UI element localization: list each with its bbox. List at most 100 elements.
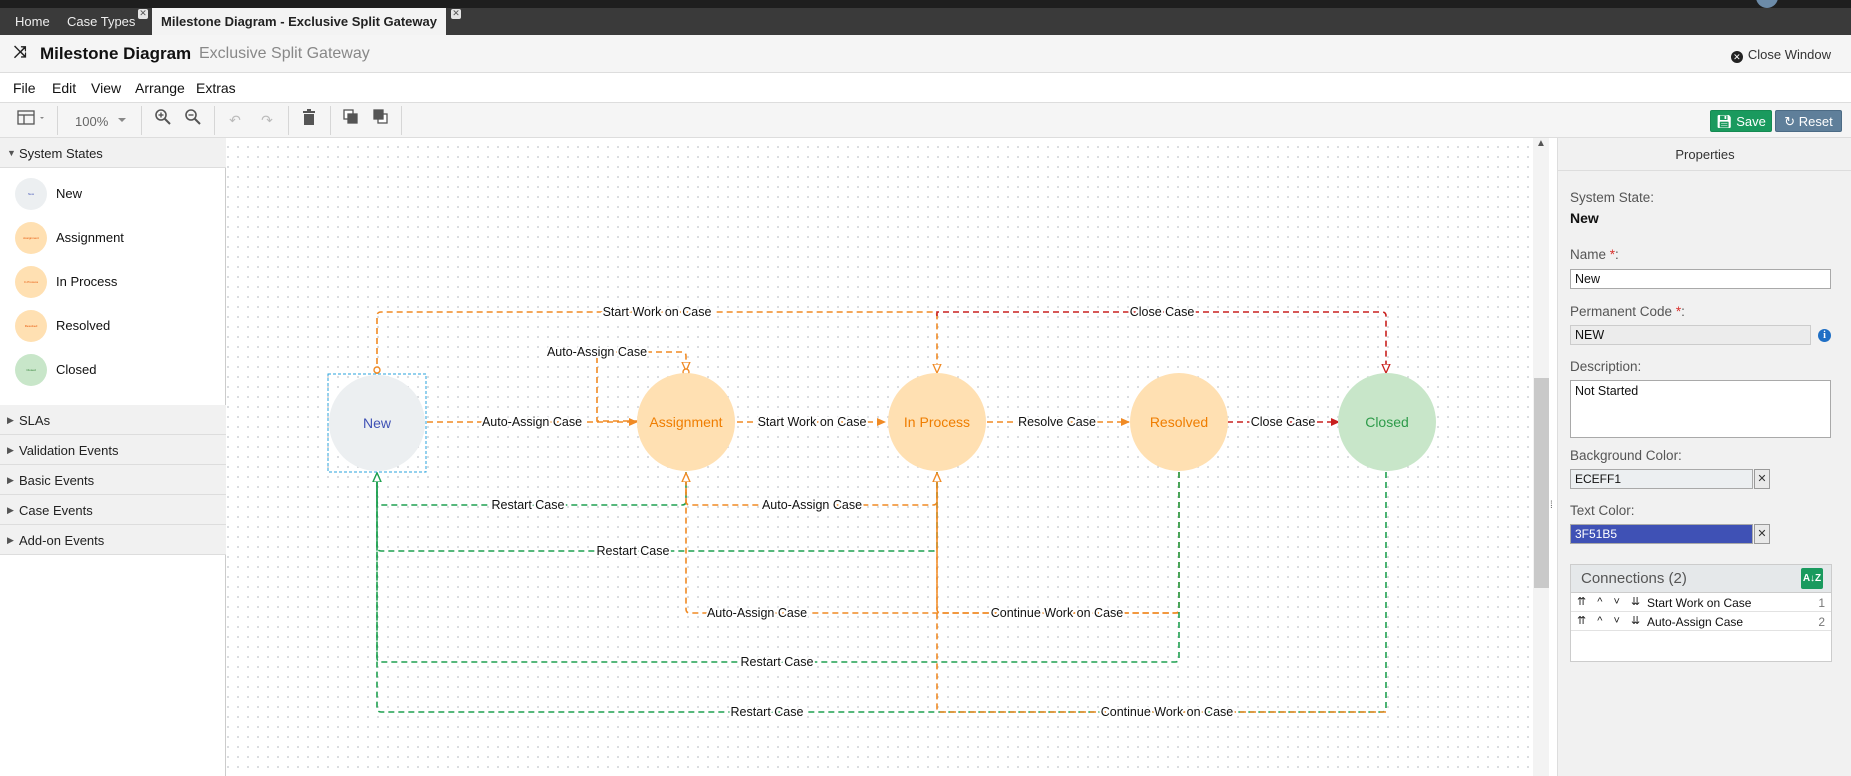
zoom-out-icon: [185, 109, 201, 125]
to-front-button[interactable]: [340, 108, 362, 132]
menu-file[interactable]: File: [13, 80, 36, 96]
connection-index: 1: [1818, 596, 1825, 610]
permanent-code-label-text: Permanent Code: [1570, 304, 1673, 319]
section-slas[interactable]: ▶ SLAs: [0, 405, 226, 435]
to-front-icon: [343, 109, 358, 124]
info-icon[interactable]: i: [1818, 329, 1831, 342]
section-case-events[interactable]: ▶ Case Events: [0, 495, 226, 525]
menu-edit[interactable]: Edit: [52, 80, 77, 96]
toolbar: 100% ↶ ↷ 💾︎ Save ↻ Reset: [0, 103, 1851, 138]
toolbar-separator: [214, 106, 215, 135]
redo-icon: ↷: [261, 112, 273, 128]
tab-milestone-diagram[interactable]: Milestone Diagram - Exclusive Split Gate…: [152, 8, 446, 35]
state-name: Assignment: [56, 230, 124, 245]
reset-button[interactable]: ↻ Reset: [1775, 110, 1842, 132]
toolbar-separator: [141, 106, 142, 135]
edge-source-dot: [373, 366, 381, 374]
section-title: Add-on Events: [19, 533, 105, 548]
palette-state-assignment[interactable]: Assignment Assignment: [15, 219, 215, 255]
canvas-scrollbar-thumb[interactable]: [1534, 378, 1549, 588]
state-swatch: In Process: [15, 266, 47, 298]
save-button[interactable]: 💾︎ Save: [1710, 110, 1772, 132]
toolbar-separator: [401, 106, 402, 135]
section-add-on-events[interactable]: ▶ Add-on Events: [0, 525, 226, 555]
section-system-states[interactable]: ▼ System States: [0, 138, 226, 168]
system-state-label: System State:: [1570, 190, 1655, 205]
section-validation-events[interactable]: ▶ Validation Events: [0, 435, 226, 465]
zoom-in-icon: [155, 109, 171, 125]
save-icon: 💾︎: [1716, 114, 1733, 129]
reorder-icons[interactable]: ⇈ ^ ˅ ⇊: [1577, 596, 1645, 608]
undo-button[interactable]: ↶: [224, 108, 246, 132]
background-color-label: Background Color:: [1570, 448, 1682, 463]
palette-state-new[interactable]: New New: [15, 175, 215, 211]
palette-state-in-process[interactable]: In Process In Process: [15, 263, 215, 299]
edge-auto-assign-low: [686, 472, 1180, 614]
chevron-up-icon[interactable]: ▲: [1536, 138, 1546, 149]
edge-restart-3: [377, 472, 1180, 663]
palette-state-resolved[interactable]: Resolved Resolved: [15, 307, 215, 343]
close-icon[interactable]: ✕: [451, 8, 461, 19]
to-back-button[interactable]: [370, 108, 392, 132]
system-bar: [0, 0, 1851, 8]
text-color-label: Text Color:: [1570, 503, 1635, 518]
edge-label: Auto-Assign Case: [762, 498, 862, 512]
reset-icon: ↻: [1784, 114, 1796, 129]
edge-label: Auto-Assign Case: [707, 606, 807, 620]
user-avatar[interactable]: [1756, 0, 1778, 8]
reorder-icons[interactable]: ⇈ ^ ˅ ⇊: [1577, 615, 1645, 627]
diagram-canvas[interactable]: Start Work on Case Close Case Auto-Assig…: [227, 138, 1533, 776]
edge-continue-work-1: [937, 474, 1179, 614]
edge-label: Restart Case: [492, 498, 565, 512]
caret-right-icon: ▶: [7, 475, 14, 485]
toolbar-separator: [330, 106, 331, 135]
trash-icon: [303, 109, 315, 125]
shuffle-icon: ⤨: [14, 44, 27, 61]
connection-row[interactable]: ⇈ ^ ˅ ⇊ Start Work on Case 1: [1571, 594, 1831, 612]
palette-state-closed[interactable]: Closed Closed: [15, 351, 215, 387]
section-basic-events[interactable]: ▶ Basic Events: [0, 465, 226, 495]
delete-button[interactable]: [298, 108, 320, 132]
menu-extras[interactable]: Extras: [196, 80, 236, 96]
edge-label: Auto-Assign Case: [482, 415, 582, 429]
edge-label: Restart Case: [597, 544, 670, 558]
zoom-in-button[interactable]: [152, 108, 174, 132]
caret-right-icon: ▶: [7, 535, 14, 545]
connections-title: Connections (2): [1581, 570, 1687, 587]
state-name: Closed: [56, 362, 97, 377]
connection-row[interactable]: ⇈ ^ ˅ ⇊ Auto-Assign Case 2: [1571, 613, 1831, 631]
node-resolved: Resolved: [1130, 373, 1228, 471]
edge-label: Restart Case: [741, 655, 814, 669]
connections-header: Connections (2) A↓Z: [1571, 565, 1831, 593]
menu-arrange[interactable]: Arrange: [135, 80, 185, 96]
node-label: Resolved: [1150, 414, 1208, 430]
node-new: New: [329, 375, 425, 471]
redo-button[interactable]: ↷: [256, 108, 278, 132]
sort-alpha-icon[interactable]: A↓Z: [1801, 568, 1823, 589]
system-state-value: New: [1570, 210, 1599, 226]
name-input[interactable]: [1570, 269, 1831, 289]
description-textarea[interactable]: Not Started: [1570, 380, 1831, 438]
edge-label: Resolve Case: [1018, 415, 1096, 429]
edge-label: Start Work on Case: [603, 305, 712, 319]
background-color-field[interactable]: ECEFF1: [1570, 469, 1753, 489]
toolbar-separator: [57, 106, 58, 135]
text-color-field[interactable]: 3F51B5: [1570, 524, 1753, 544]
layout-panel-button[interactable]: [14, 108, 50, 132]
menu-view[interactable]: View: [91, 80, 122, 96]
edge-label: Continue Work on Case: [1101, 705, 1234, 719]
close-icon[interactable]: ✕: [138, 8, 148, 19]
section-title: Case Events: [19, 503, 93, 518]
tab-home[interactable]: Home: [15, 14, 50, 29]
clear-background-color-button[interactable]: ✕: [1754, 469, 1770, 489]
tab-case-types[interactable]: Case Types: [67, 14, 136, 29]
state-swatch: Assignment: [15, 222, 47, 254]
permanent-code-input[interactable]: [1570, 325, 1811, 345]
clear-text-color-button[interactable]: ✕: [1754, 524, 1770, 544]
state-name: Resolved: [56, 318, 111, 333]
properties-splitter-handle[interactable]: ⁞: [1550, 500, 1553, 511]
close-window-button[interactable]: ✕Close Window: [1730, 47, 1831, 63]
zoom-out-button[interactable]: [182, 108, 204, 132]
zoom-select[interactable]: 100%: [75, 114, 109, 129]
